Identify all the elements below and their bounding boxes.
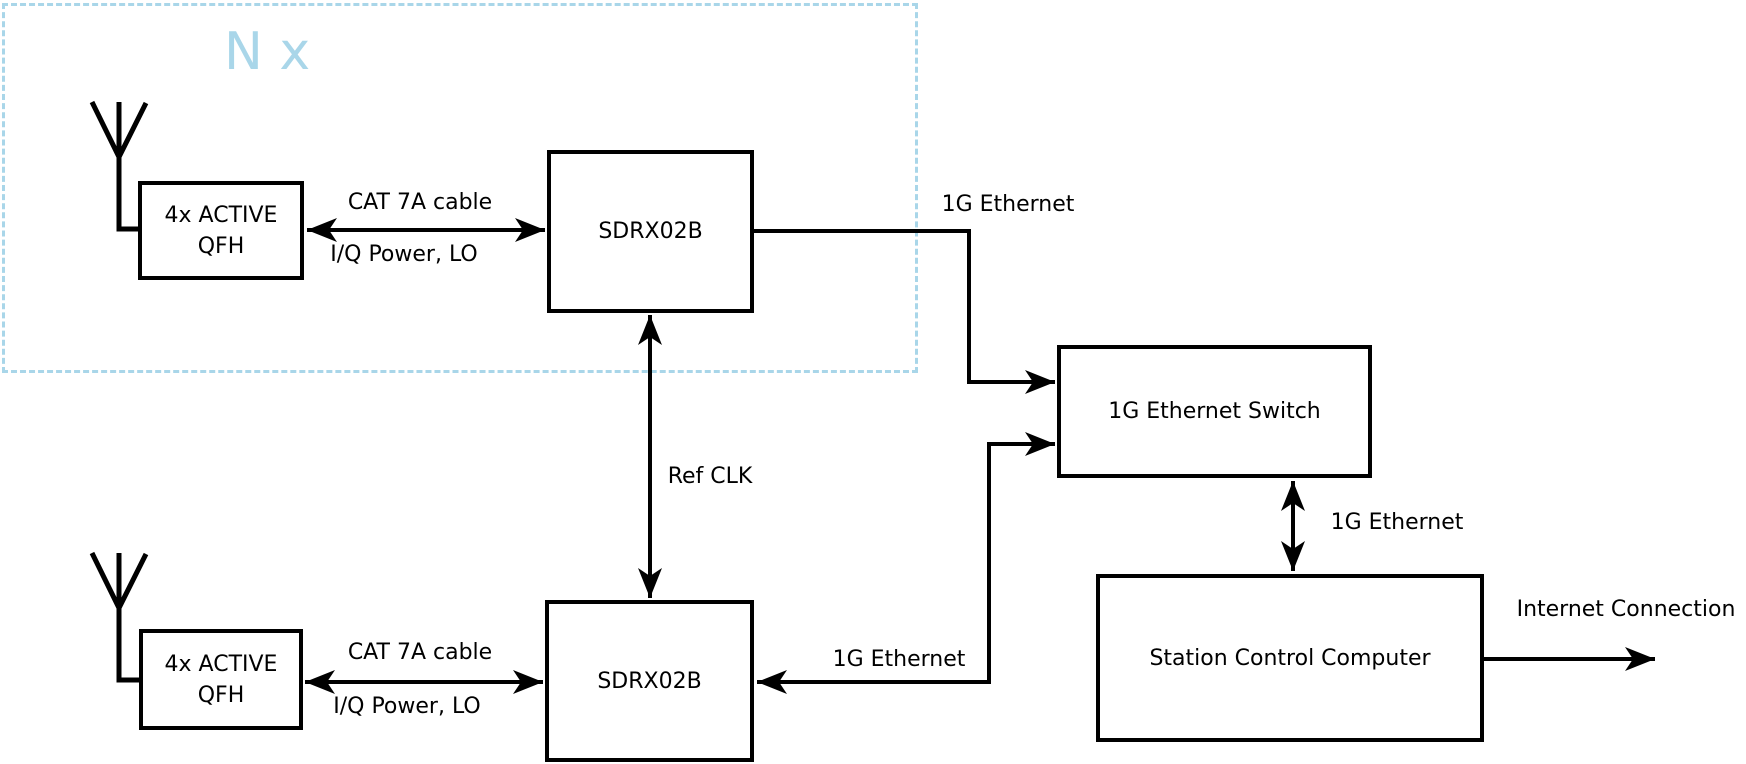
- edge-label-iq-power-top: I/Q Power, LO: [330, 242, 478, 267]
- node-label: 4x ACTIVE: [164, 202, 278, 228]
- node-label: 4x ACTIVE: [164, 651, 278, 677]
- edge-label-cat7a-top: CAT 7A cable: [347, 190, 493, 215]
- node-qfh-bottom: 4x ACTIVE QFH: [139, 629, 303, 730]
- replication-group-box: [2, 3, 918, 373]
- edge-label-ref-clk: Ref CLK: [667, 464, 753, 489]
- node-ethernet-switch: 1G Ethernet Switch: [1057, 345, 1372, 478]
- edge-label-iq-power-bottom: I/Q Power, LO: [333, 694, 481, 719]
- edge-label-ethernet-top: 1G Ethernet: [941, 192, 1075, 217]
- node-station-control-computer: Station Control Computer: [1096, 574, 1484, 742]
- edge-label-cat7a-bottom: CAT 7A cable: [347, 640, 493, 665]
- antenna-icon: [89, 551, 149, 683]
- node-sdrx02b-top: SDRX02B: [547, 150, 754, 313]
- group-multiplier-label: N x: [224, 22, 311, 82]
- node-label: 1G Ethernet Switch: [1108, 399, 1321, 424]
- edge-label-ethernet-right: 1G Ethernet: [1330, 510, 1464, 535]
- edge-label-ethernet-bottom: 1G Ethernet: [832, 647, 966, 672]
- node-sdrx02b-bottom: SDRX02B: [545, 600, 754, 762]
- node-qfh-top: 4x ACTIVE QFH: [138, 181, 304, 280]
- antenna-icon: [89, 100, 149, 232]
- ethernet-arrow-top: [754, 229, 1055, 394]
- node-label: SDRX02B: [598, 219, 703, 244]
- node-label: QFH: [197, 233, 245, 259]
- node-label: QFH: [197, 682, 245, 708]
- edge-label-internet-connection: Internet Connection: [1516, 597, 1736, 622]
- node-label: SDRX02B: [597, 668, 702, 694]
- ethernet-arrow-bottom: [757, 432, 1055, 694]
- node-label: Station Control Computer: [1149, 645, 1431, 671]
